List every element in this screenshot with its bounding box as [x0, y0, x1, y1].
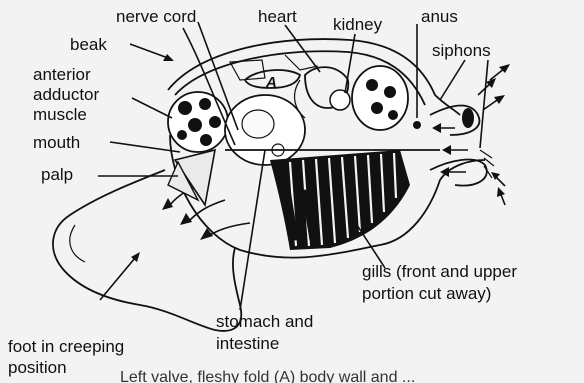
stomach-label-line2: intestine: [216, 334, 279, 353]
muscle-label: muscle: [33, 105, 87, 124]
heart-label: heart: [258, 7, 297, 26]
stomach-label-line1: stomach and: [216, 312, 313, 331]
nerve-cord-label: nerve cord: [116, 7, 196, 26]
gills: [270, 150, 410, 250]
siphons: [430, 106, 494, 186]
beak-pointer: [130, 44, 168, 58]
fleshy-fold-a: A: [245, 70, 300, 91]
adductor-pointer: [132, 98, 172, 118]
foot: [53, 170, 241, 331]
siphons-pointer-2: [480, 60, 488, 148]
anterior-adductor-muscle: [168, 92, 228, 152]
siphons-label: siphons: [432, 41, 491, 60]
posterior-adductor-muscle: [352, 66, 408, 130]
region-a-label: A: [265, 74, 277, 91]
beak-label: beak: [70, 35, 107, 54]
mouth-label: mouth: [33, 133, 80, 152]
stomach-pointer: [240, 150, 265, 310]
gills-label-line2: portion cut away): [362, 284, 491, 303]
kidney-label: kidney: [333, 15, 383, 34]
palp: [168, 150, 215, 205]
heart-pointer: [285, 25, 320, 72]
anus-label: anus: [421, 7, 458, 26]
kidney-pointer: [345, 34, 355, 93]
palp-label: palp: [41, 165, 73, 184]
foot-pointer: [100, 258, 135, 300]
adductor-label: adductor: [33, 85, 99, 104]
gills-label-line1: gills (front and upper: [362, 262, 517, 281]
foot-label-line2: position: [8, 358, 67, 377]
siphons-pointer-1: [440, 60, 465, 100]
caption: Left valve, fleshy fold (A) body wall an…: [120, 369, 415, 383]
water-flow-arrows: [432, 64, 510, 205]
heart-kidney: [295, 67, 350, 118]
foot-label-line1: foot in creeping: [8, 337, 124, 356]
anterior-label: anterior: [33, 65, 91, 84]
